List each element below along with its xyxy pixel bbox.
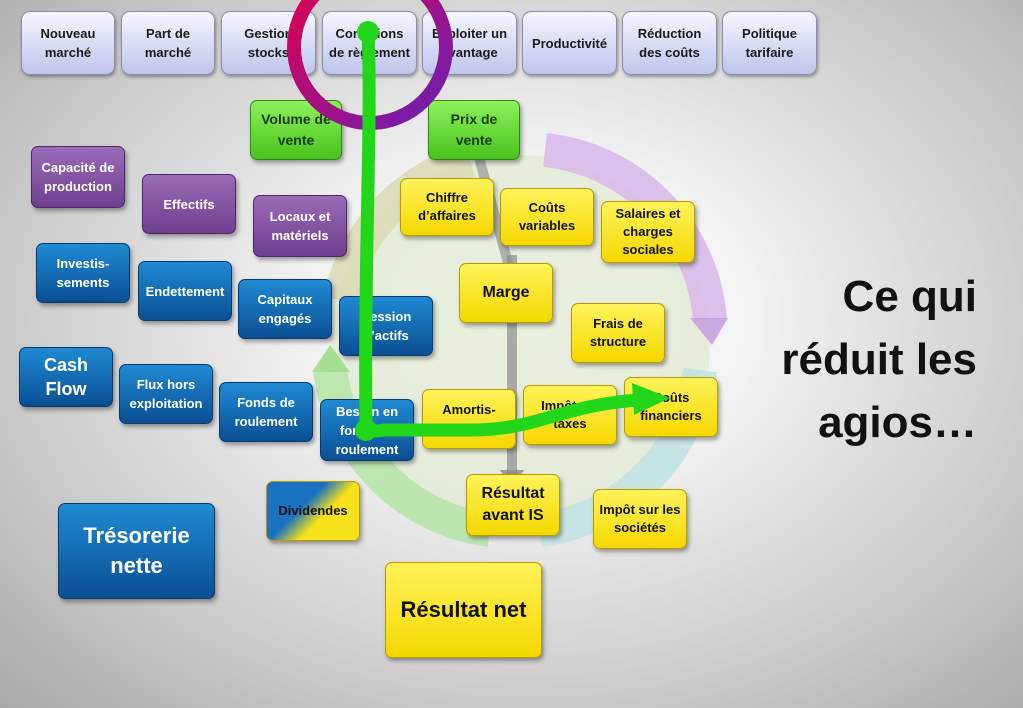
box-capitaux-engages: Capitaux engagés bbox=[238, 279, 332, 339]
box-tresorerie-nette: Trésorerie nette bbox=[58, 503, 215, 599]
box-fonds-roulement: Fonds de roulement bbox=[219, 382, 313, 442]
side-caption: Ce qui réduit les agios… bbox=[781, 272, 977, 447]
tab-productivite[interactable]: Productivité bbox=[522, 11, 617, 75]
box-salaires-charges: Salaires et charges sociales bbox=[601, 201, 695, 263]
box-capacite-production: Capacité de production bbox=[31, 146, 125, 208]
box-prix-vente: Prix de vente bbox=[428, 100, 520, 160]
box-couts-financiers: Coûts financiers bbox=[624, 377, 718, 437]
box-investissements: Investis- sements bbox=[36, 243, 130, 303]
tab-gestion-stocks[interactable]: Gestion stocks bbox=[221, 11, 316, 75]
cycle-arrowhead-purple bbox=[690, 318, 728, 345]
tab-reduction-couts[interactable]: Réduction des coûts bbox=[622, 11, 717, 75]
box-volume-vente: Volume de vente bbox=[250, 100, 342, 160]
box-frais-structure: Frais de structure bbox=[571, 303, 665, 363]
box-resultat-avant-is: Résultat avant IS bbox=[466, 474, 560, 536]
box-cession-actifs: Cession d’actifs bbox=[339, 296, 433, 356]
cycle-arrowhead-green bbox=[312, 345, 350, 372]
box-impot-societes: Impôt sur les sociétés bbox=[593, 489, 687, 549]
box-marge: Marge bbox=[459, 263, 553, 323]
box-effectifs: Effectifs bbox=[142, 174, 236, 234]
box-endettement: Endettement bbox=[138, 261, 232, 321]
box-besoin-fonds-roulement: Besoin en fonds de roulement bbox=[320, 399, 414, 461]
box-chiffre-affaires: Chiffre d’affaires bbox=[400, 178, 494, 236]
tab-exploiter-avantage[interactable]: Exploiter un avantage bbox=[422, 11, 517, 75]
tab-politique-tarifaire[interactable]: Politique tarifaire bbox=[722, 11, 817, 75]
box-cash-flow: Cash Flow bbox=[19, 347, 113, 407]
box-impots-taxes: Impôts et taxes bbox=[523, 385, 617, 445]
tab-nouveau-marche[interactable]: Nouveau marché bbox=[21, 11, 115, 75]
box-dividendes: Dividendes bbox=[266, 481, 360, 541]
box-resultat-net: Résultat net bbox=[385, 562, 542, 658]
tab-part-de-marche[interactable]: Part de marché bbox=[121, 11, 215, 75]
box-amortissements: Amortis- sements bbox=[422, 389, 516, 449]
box-couts-variables: Coûts variables bbox=[500, 188, 594, 246]
box-flux-hors-exploitation: Flux hors exploitation bbox=[119, 364, 213, 424]
box-locaux-materiels: Locaux et matériels bbox=[253, 195, 347, 257]
tab-conditions-reglement[interactable]: Conditions de règlement bbox=[322, 11, 417, 75]
